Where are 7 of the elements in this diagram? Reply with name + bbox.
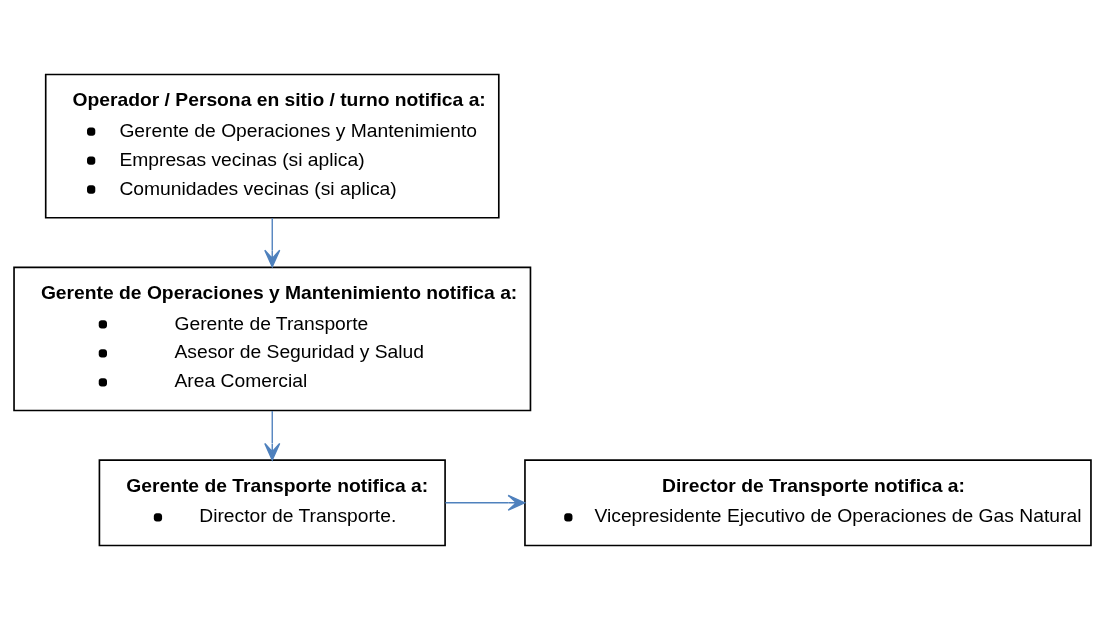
node-box: Gerente de Operaciones y Mantenimiento notifica a: Gerente de Transporte Asesor de Seguridad y Salud Area Comercial <box>13 266 532 411</box>
arrow <box>444 494 526 511</box>
node-box: Gerente de Transporte notifica a: Director de Transporte. <box>98 458 446 546</box>
arrow <box>264 217 281 267</box>
node-box: Director de Transporte notifica a: Vicepresidente Ejecutivo de Operaciones de Gas Natural <box>524 458 1092 546</box>
node-box: Operador / Persona en sitio / turno notifica a: Gerente de Operaciones y Mantenimiento Empresas vecinas (si aplica) Comunidades vecinas (si aplica) <box>44 73 500 219</box>
arrow <box>264 409 281 461</box>
